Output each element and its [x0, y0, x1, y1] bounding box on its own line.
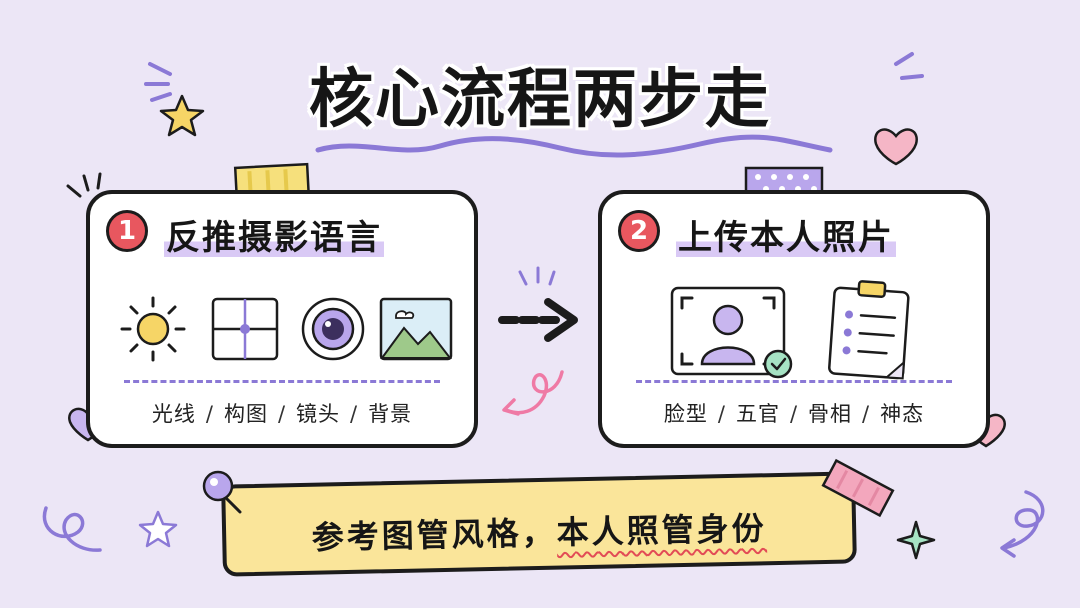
step-card-1: 1 反推摄影语言 [86, 190, 478, 448]
tag: 构图 [223, 402, 268, 426]
tag-separator: / [350, 402, 359, 426]
tag-separator: / [717, 402, 726, 426]
step-number-badge: 2 [618, 210, 660, 252]
tag: 背景 [368, 402, 413, 426]
sparkle-icon [896, 520, 936, 560]
step-title: 反推摄影语言 [164, 210, 384, 261]
checklist-clipboard-icon [828, 280, 910, 380]
tag: 神态 [880, 402, 925, 426]
summary-banner: 参考图管风格，本人照管身份 [221, 471, 857, 577]
banner-text-part1: 参考图管风格， [311, 513, 558, 557]
step-icons [602, 280, 986, 380]
step-title: 上传本人照片 [676, 210, 896, 261]
step-card-2: 2 上传本人照片 [598, 190, 990, 448]
tag: 脸型 [663, 402, 708, 426]
spark-lines-arrow [518, 266, 556, 286]
tag: 五官 [735, 402, 780, 426]
curly-arrow-icon [42, 506, 102, 552]
sun-icon [120, 296, 186, 362]
arrow-right-icon [498, 298, 578, 342]
step-icons [90, 290, 474, 370]
dashed-divider [124, 380, 440, 383]
dashed-divider [636, 380, 952, 383]
star-icon [138, 510, 178, 548]
tag: 镜头 [296, 402, 341, 426]
step-number-badge: 1 [106, 210, 148, 252]
tag: 骨相 [808, 402, 853, 426]
camera-lens-icon [301, 297, 365, 361]
step-tags: 脸型 / 五官 / 骨相 / 神态 [602, 398, 986, 428]
curly-arrow-icon [504, 370, 564, 415]
composition-grid-icon [211, 297, 279, 361]
tag-separator: / [277, 402, 287, 426]
tag: 光线 [151, 402, 196, 426]
banner-text-highlight: 本人照管身份 [556, 509, 768, 552]
tag-separator: / [205, 402, 214, 426]
landscape-image-icon [379, 297, 453, 361]
portrait-photo-icon [670, 286, 793, 379]
tag-separator: / [789, 402, 799, 426]
banner-text: 参考图管风格，本人照管身份 [226, 501, 853, 560]
page-title: 核心流程两步走 [309, 63, 771, 137]
step-tags: 光线 / 构图 / 镜头 / 背景 [90, 398, 474, 428]
spark-lines-card-left [66, 172, 102, 198]
tag-separator: / [862, 402, 871, 426]
curly-arrow-icon [1002, 490, 1045, 550]
